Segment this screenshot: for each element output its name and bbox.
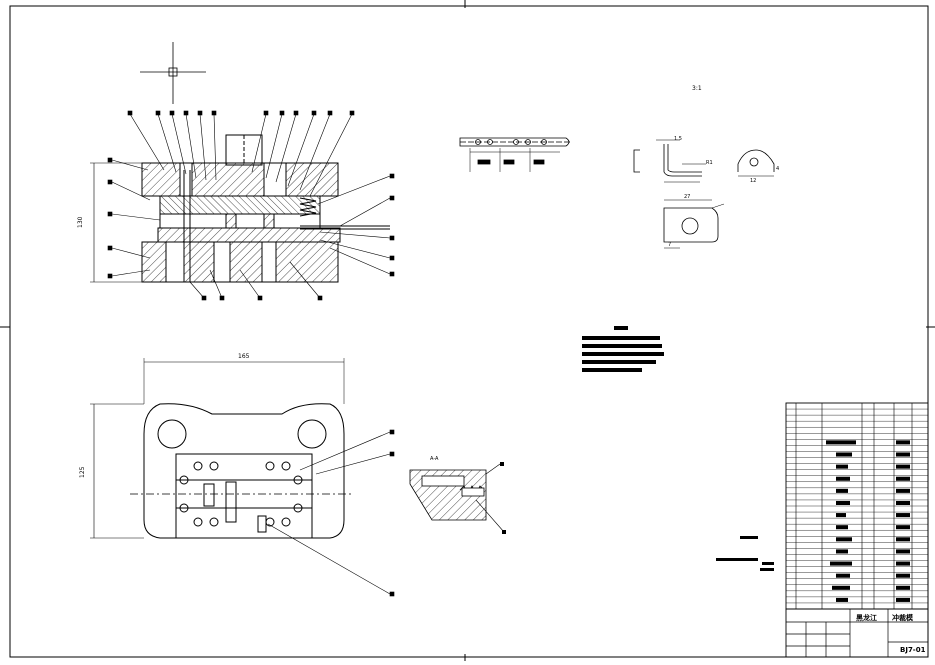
front-leaders [107, 110, 395, 301]
part-detail-end [737, 149, 775, 177]
bom-cell-text [836, 500, 850, 505]
bom-cell-text [836, 513, 846, 518]
plan-view [90, 358, 354, 539]
bom-cell-text [836, 537, 852, 542]
section-label: A-A [430, 456, 439, 462]
bom-cell-material [896, 440, 910, 445]
dim-width-top: 165 [238, 353, 250, 360]
bom-cell-material [896, 476, 910, 481]
bom-cell-text [836, 549, 848, 554]
dim-part-width: 27 [684, 194, 690, 200]
bom-cell-material [896, 488, 910, 493]
bom-cell-text [832, 585, 850, 590]
technical-notes [582, 326, 664, 372]
company-name: 黑龙江 [856, 613, 877, 622]
bom-cell-material [896, 464, 910, 469]
dim-small: 1.5 [674, 136, 682, 142]
drawing-number: BJ7-01 [900, 646, 926, 654]
bom-cell-text [836, 597, 848, 602]
bom-cell-material [896, 537, 910, 542]
bom-cell-material [896, 452, 910, 457]
bom-cell-text [826, 440, 856, 445]
plan-leaders [267, 429, 395, 597]
bom-cell-material [896, 597, 910, 602]
scale-label: 3:1 [692, 85, 702, 92]
front-section-view [90, 134, 390, 283]
title-block [785, 608, 929, 658]
part-name: 冲裁模 [892, 613, 914, 622]
bom-cell-text [836, 464, 848, 469]
bom-rows [786, 408, 928, 604]
crosshair-cursor-icon [140, 42, 206, 104]
bom-cell-text [836, 488, 848, 493]
bom-cell-text [836, 525, 848, 530]
bom-cell-material [896, 573, 910, 578]
bom-cell-material [896, 513, 910, 518]
bom-cell-text [836, 452, 852, 457]
dim-part-r: R1 [706, 160, 713, 166]
bom-cell-text [836, 573, 850, 578]
part-detail-side [633, 139, 706, 183]
dim-part-side: 12 [750, 178, 756, 184]
part-detail-plan [663, 199, 725, 249]
bom-cell-text [836, 476, 850, 481]
bom-cell-material [896, 585, 910, 590]
misc-notes [716, 536, 774, 571]
dim-height-left: 130 [77, 216, 84, 228]
bom-cell-material [896, 525, 910, 530]
bom-cell-material [896, 500, 910, 505]
bom-cell-material [896, 561, 910, 566]
strip-layout [459, 137, 572, 172]
dim-height-plan: 125 [79, 466, 86, 478]
dim-part-height: 7 [668, 242, 671, 248]
section-leaders [500, 462, 506, 534]
dim-part-side2: 4 [776, 166, 779, 172]
bom-cell-material [896, 549, 910, 554]
section-detail-view [409, 463, 505, 533]
bom-cell-text [830, 561, 852, 566]
